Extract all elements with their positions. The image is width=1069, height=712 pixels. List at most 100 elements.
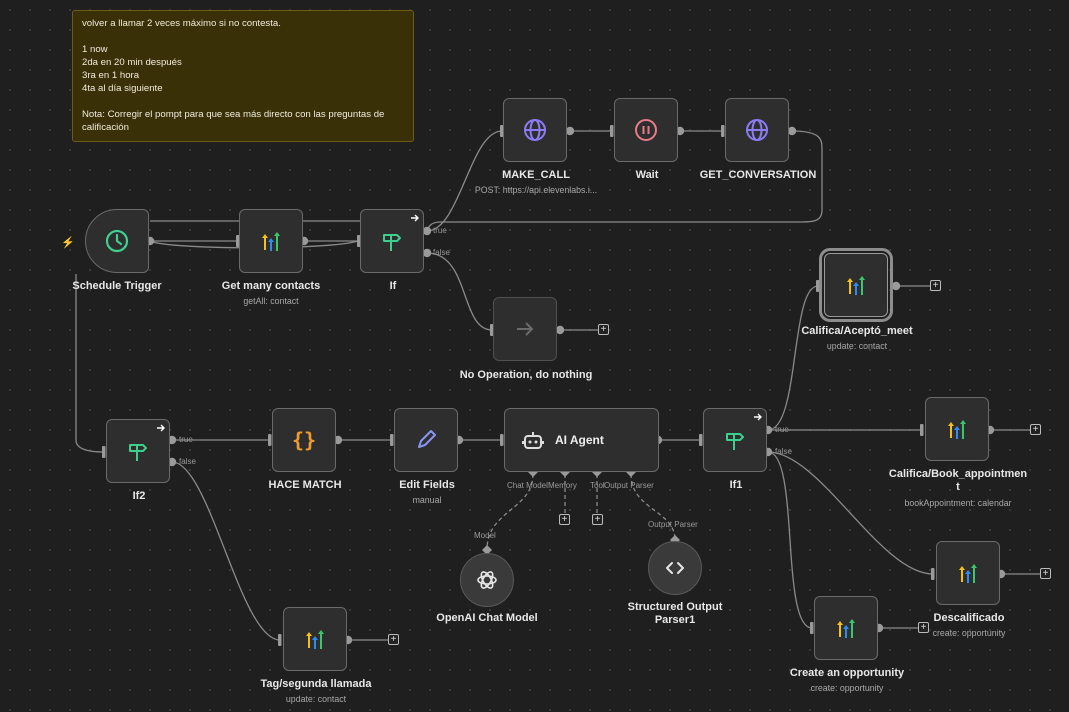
node-if2[interactable]: [106, 419, 170, 483]
port-label-chat-model: Chat Model: [507, 481, 548, 490]
code-braces-icon: {}: [292, 428, 316, 452]
highlevel-icon: [837, 619, 855, 638]
svg-text:{}: {}: [292, 428, 316, 452]
node-subtitle: manual: [412, 495, 442, 505]
node-label: GET_CONVERSATION: [699, 169, 817, 181]
node-get-conversation[interactable]: [725, 98, 789, 162]
highlevel-icon: [959, 564, 977, 583]
edge-if1-false-opportunity: [767, 451, 813, 629]
node-wait[interactable]: [614, 98, 678, 162]
node-label: Create an opportunity: [789, 667, 905, 679]
node-califica-acepto-meet[interactable]: [819, 248, 893, 322]
port-label-output-parser: Output Parser: [648, 520, 698, 529]
add-node-button[interactable]: +: [918, 622, 929, 633]
port-label-true: true: [179, 435, 193, 444]
route-sign-icon: [383, 234, 401, 251]
arrow-right-icon: [754, 413, 762, 421]
node-if[interactable]: [360, 209, 424, 273]
node-if1[interactable]: [703, 408, 767, 472]
port-label-false: false: [179, 457, 196, 466]
node-label: AI Agent: [555, 433, 604, 447]
node-label: Tag/segunda llamada: [260, 678, 372, 690]
sticky-line: 2da en 20 min después: [82, 57, 182, 68]
node-make-call[interactable]: [503, 98, 567, 162]
node-label: HACE MATCH: [268, 479, 342, 491]
node-subtitle: update: contact: [285, 694, 347, 704]
port-label-memory: Memory: [548, 481, 577, 490]
sticky-line: [82, 95, 404, 108]
node-descalificado[interactable]: [936, 541, 1000, 605]
add-node-button[interactable]: +: [930, 280, 941, 291]
highlevel-icon: [262, 232, 280, 251]
route-sign-icon: [726, 433, 744, 450]
node-subtitle: create: opportunity: [810, 683, 884, 693]
sticky-line: [82, 30, 404, 43]
highlevel-icon: [306, 630, 324, 649]
clock-icon: [105, 229, 129, 253]
sticky-line: 1 now: [82, 44, 108, 55]
node-label: If1: [729, 479, 743, 491]
node-schedule-trigger[interactable]: [85, 209, 149, 273]
node-label: Get many contacts: [221, 280, 321, 292]
edge-if-false-noop: [426, 252, 493, 331]
node-get-many-contacts[interactable]: [239, 209, 303, 273]
add-tool-button[interactable]: +: [592, 514, 603, 525]
sticky-line: Nota: Corregir el pompt para que sea más…: [82, 109, 385, 133]
pencil-icon: [418, 430, 436, 448]
add-memory-button[interactable]: +: [559, 514, 570, 525]
node-no-operation[interactable]: [493, 297, 557, 361]
node-hace-match[interactable]: {}: [272, 408, 336, 472]
node-ai-agent[interactable]: AI Agent: [504, 408, 659, 472]
node-label: If2: [132, 490, 146, 502]
node-label: Califica/Book_appointment: [888, 468, 1028, 493]
add-node-button[interactable]: +: [1030, 424, 1041, 435]
sticky-line: volver a llamar 2 veces máximo si no con…: [82, 18, 281, 29]
edge-if1-true-acepto: [767, 285, 819, 431]
pause-icon: [635, 119, 657, 141]
node-label: Wait: [635, 169, 659, 181]
add-node-button[interactable]: +: [1040, 568, 1051, 579]
node-label: MAKE_CALL: [502, 169, 570, 181]
node-label: Structured Output Parser1: [627, 601, 723, 626]
arrow-right-icon: [517, 322, 534, 336]
node-label: Califica/Aceptó_meet: [801, 325, 913, 337]
arrow-right-icon: [411, 214, 419, 222]
port-label-true: true: [775, 425, 789, 434]
sticky-line: 4ta al día siguiente: [82, 83, 163, 94]
port-label-false: false: [433, 248, 450, 257]
node-tag-segunda-llamada[interactable]: [283, 607, 347, 671]
node-label: If: [389, 280, 397, 292]
openai-icon: [477, 571, 497, 589]
node-create-opportunity[interactable]: [814, 596, 878, 660]
node-label: OpenAI Chat Model: [436, 612, 538, 624]
add-node-button[interactable]: +: [598, 324, 609, 335]
port-label-false: false: [775, 447, 792, 456]
node-subtitle: create: opportunity: [932, 628, 1006, 638]
edge-trigger-if2: [75, 274, 105, 453]
node-subtitle: update: contact: [826, 341, 888, 351]
robot-icon: [522, 432, 544, 449]
node-structured-output-parser[interactable]: [648, 541, 702, 595]
node-califica-book-appointment[interactable]: [925, 397, 989, 461]
add-node-button[interactable]: +: [388, 634, 399, 645]
globe-icon: [524, 119, 546, 141]
sticky-note[interactable]: volver a llamar 2 veces máximo si no con…: [72, 10, 414, 142]
port-label-true: true: [433, 226, 447, 235]
port-label-tool: Tool: [590, 481, 605, 490]
node-edit-fields[interactable]: [394, 408, 458, 472]
lightning-icon: ⚡: [61, 237, 75, 249]
node-label: No Operation, do nothing: [459, 369, 593, 381]
highlevel-icon: [948, 420, 966, 439]
node-label: Schedule Trigger: [72, 280, 162, 292]
node-openai-chat-model[interactable]: [460, 553, 514, 607]
port-label-model: Model: [474, 531, 496, 540]
code-brackets-icon: [666, 562, 684, 574]
node-label: Edit Fields: [399, 479, 455, 491]
route-sign-icon: [129, 444, 147, 461]
node-subtitle: bookAppointment: calendar: [904, 498, 1012, 508]
node-subtitle: getAll: contact: [243, 296, 299, 306]
sticky-line: 3ra en 1 hora: [82, 70, 140, 81]
node-label: Descalificado: [933, 612, 1005, 624]
highlevel-icon: [847, 276, 865, 295]
arrow-right-icon: [157, 424, 165, 432]
